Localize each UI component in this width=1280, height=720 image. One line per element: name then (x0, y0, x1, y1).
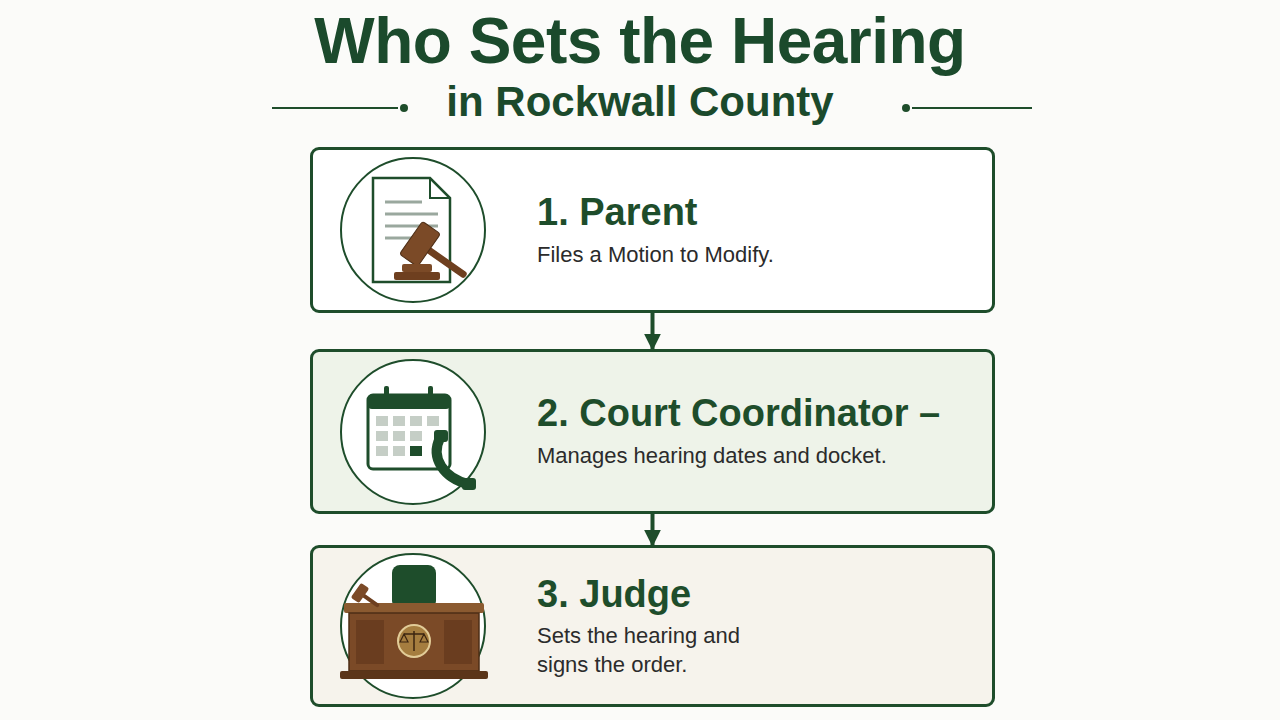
step-description: Manages hearing dates and docket. (537, 442, 982, 471)
title-dot (902, 104, 910, 112)
title-rule (912, 107, 1032, 109)
flow-arrow (651, 514, 655, 545)
diagram-title: Who Sets the Hearing (0, 4, 1280, 78)
step-content: 1. ParentFiles a Motion to Modify. (537, 150, 982, 310)
step-content: 2. Court Coordinator – Manages hearing da… (537, 352, 982, 511)
step-box: 2. Court Coordinator – Manages hearing da… (310, 349, 995, 514)
subtitle-label: in Rockwall County (0, 78, 1280, 126)
step-description: Sets the hearing and signs the order. (537, 622, 747, 679)
flow-arrow (651, 313, 655, 349)
title-dot (400, 104, 408, 112)
step-box: 1. ParentFiles a Motion to Modify. (310, 147, 995, 313)
title-rule (272, 107, 398, 109)
step-description: Files a Motion to Modify. (537, 241, 982, 270)
step-heading: 2. Court Coordinator – (537, 392, 982, 436)
step-box: 3. JudgeSets the hearing and signs the o… (310, 545, 995, 707)
step-content: 3. JudgeSets the hearing and signs the o… (537, 548, 982, 704)
step-heading: 1. Parent (537, 191, 982, 235)
step-heading: 3. Judge (537, 573, 982, 617)
